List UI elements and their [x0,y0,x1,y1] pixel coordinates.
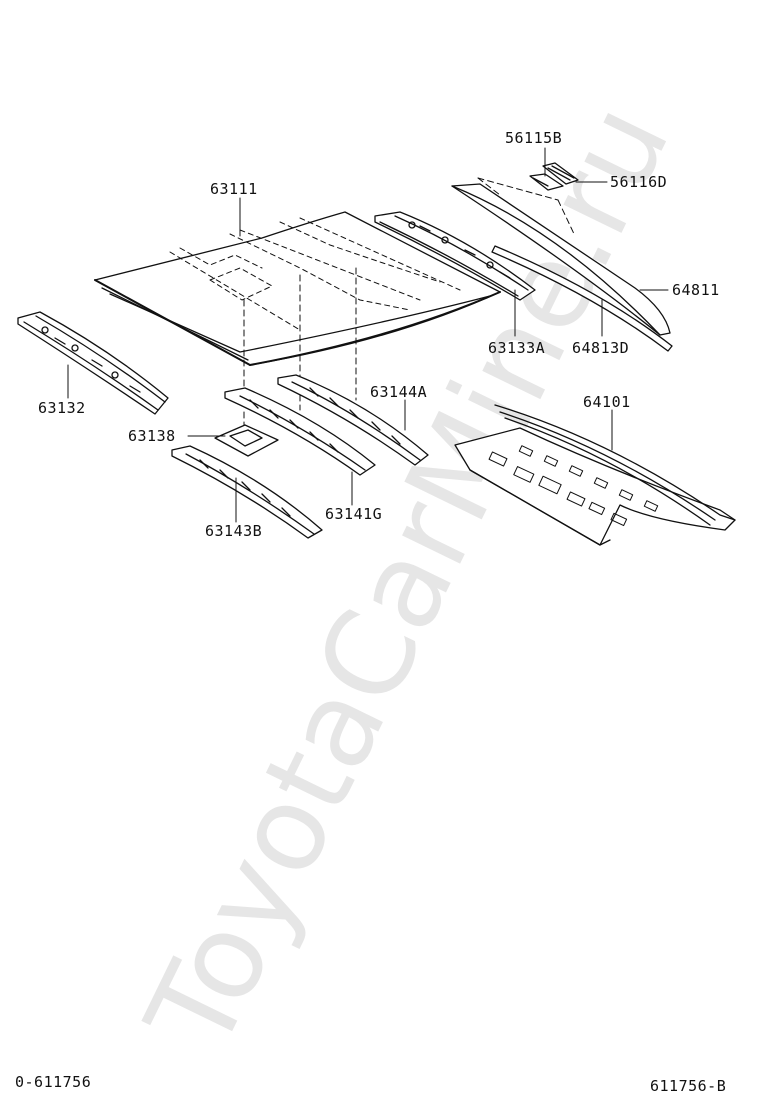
package-tray-64101 [454,404,736,546]
leader-lines [67,147,669,523]
back-window-64811 [451,183,671,336]
rear-header-63133A [374,211,536,301]
roof-bow-63143B [171,445,323,539]
label-63111: 63111 [210,180,258,198]
label-64813D: 64813D [572,339,630,357]
label-63144A: 63144A [370,383,428,401]
roof-panel-63111 [94,211,501,366]
label-63141G: 63141G [325,505,383,523]
clip-56115B [529,173,564,191]
label-63143B: 63143B [205,522,263,540]
roof-bow-63144A [277,374,429,466]
label-56115B: 56115B [505,129,563,147]
front-header-63132 [17,311,169,415]
label-63133A: 63133A [488,339,546,357]
label-56116D: 56116D [610,173,668,191]
footer-left-code: 0-611756 [15,1073,92,1091]
label-63138: 63138 [128,427,176,445]
roof-bow-63141G [224,387,376,476]
footer-right-code: 611756-B [650,1077,727,1095]
molding-64813D [491,245,673,352]
pad-63138 [214,424,279,457]
clip-56116D [542,162,579,185]
label-64811: 64811 [672,281,720,299]
label-64101: 64101 [583,393,631,411]
label-63132: 63132 [38,399,86,417]
